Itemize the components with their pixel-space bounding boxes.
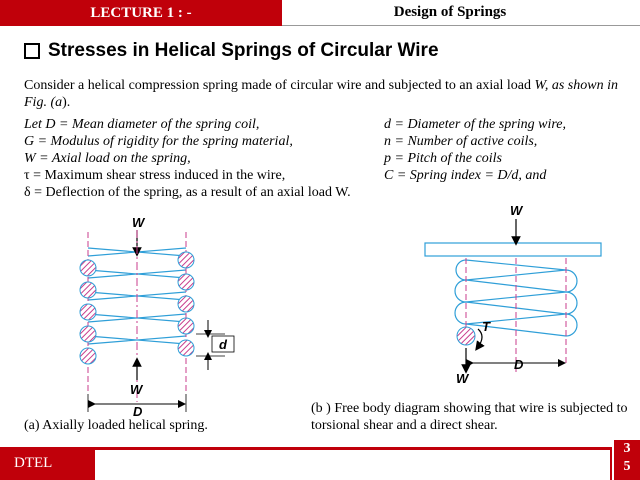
definition-row: W = Axial load on the spring, p = Pitch o… <box>24 150 502 167</box>
intro-text: Consider a helical compression spring ma… <box>24 78 535 93</box>
definition-row: Let D = Mean diameter of the spring coil… <box>24 116 566 133</box>
slide-title-text: Stresses in Helical Springs of Circular … <box>48 40 439 61</box>
def-spring-index: C = Spring index = D/d, and <box>384 168 547 183</box>
footer-bar: DTEL <box>0 447 612 480</box>
slide-title: Stresses in Helical Springs of Circular … <box>24 40 439 62</box>
definition-row: τ = Maximum shear stress induced in the … <box>24 167 546 184</box>
fig-a-w-bottom: W <box>130 382 144 397</box>
intro-w: W, <box>534 78 549 93</box>
figure-b-free-body: W T W D <box>424 203 602 386</box>
def-active-coils: n = Number of active coils, <box>384 134 538 149</box>
page-number: 3 5 <box>614 440 640 480</box>
intro-paragraph: Consider a helical compression spring ma… <box>24 77 634 111</box>
fig-b-torque: T <box>482 319 491 334</box>
figure-a-spring: W W D d <box>79 215 235 417</box>
def-modulus-rigidity: G = Modulus of rigidity for the spring m… <box>24 134 293 149</box>
footer-panel <box>95 450 610 480</box>
header-divider <box>282 25 640 26</box>
fig-b-d-mean: D <box>514 357 524 372</box>
caption-figure-b: (b ) Free body diagram showing that wire… <box>311 401 628 433</box>
intro-text-3: ). <box>62 95 71 110</box>
intro-fig-ref: a <box>55 95 63 110</box>
definition-row: G = Modulus of rigidity for the spring m… <box>24 133 537 150</box>
fig-a-w-top: W <box>132 215 146 230</box>
course-title: Design of Springs <box>393 4 507 20</box>
intro-text-2: as shown in Fig. ( <box>24 78 618 110</box>
def-deflection: δ = Deflection of the spring, as a resul… <box>24 185 351 200</box>
def-shear-stress: τ = Maximum shear stress induced in the … <box>24 168 286 183</box>
fig-a-d-mean: D <box>133 404 143 417</box>
definition-row: δ = Deflection of the spring, as a resul… <box>24 184 351 201</box>
page-number-bottom: 5 <box>623 459 631 474</box>
caption-figure-a: (a) Axially loaded helical spring. <box>24 418 208 433</box>
footer-label: DTEL <box>14 455 53 471</box>
checkbox-bullet-icon <box>24 43 40 59</box>
def-wire-diameter: d = Diameter of the spring wire, <box>384 117 566 132</box>
def-axial-load: W = Axial load on the spring, <box>24 151 191 166</box>
fig-b-w-bottom: W <box>456 371 470 386</box>
page-number-top: 3 <box>623 441 631 456</box>
def-mean-diameter: Let D = Mean diameter of the spring coil… <box>24 117 260 132</box>
lecture-label: LECTURE 1 : - <box>0 0 282 26</box>
fig-a-d-wire: d <box>219 337 228 352</box>
fig-b-w-top: W <box>510 203 524 218</box>
def-pitch: p = Pitch of the coils <box>384 151 502 166</box>
